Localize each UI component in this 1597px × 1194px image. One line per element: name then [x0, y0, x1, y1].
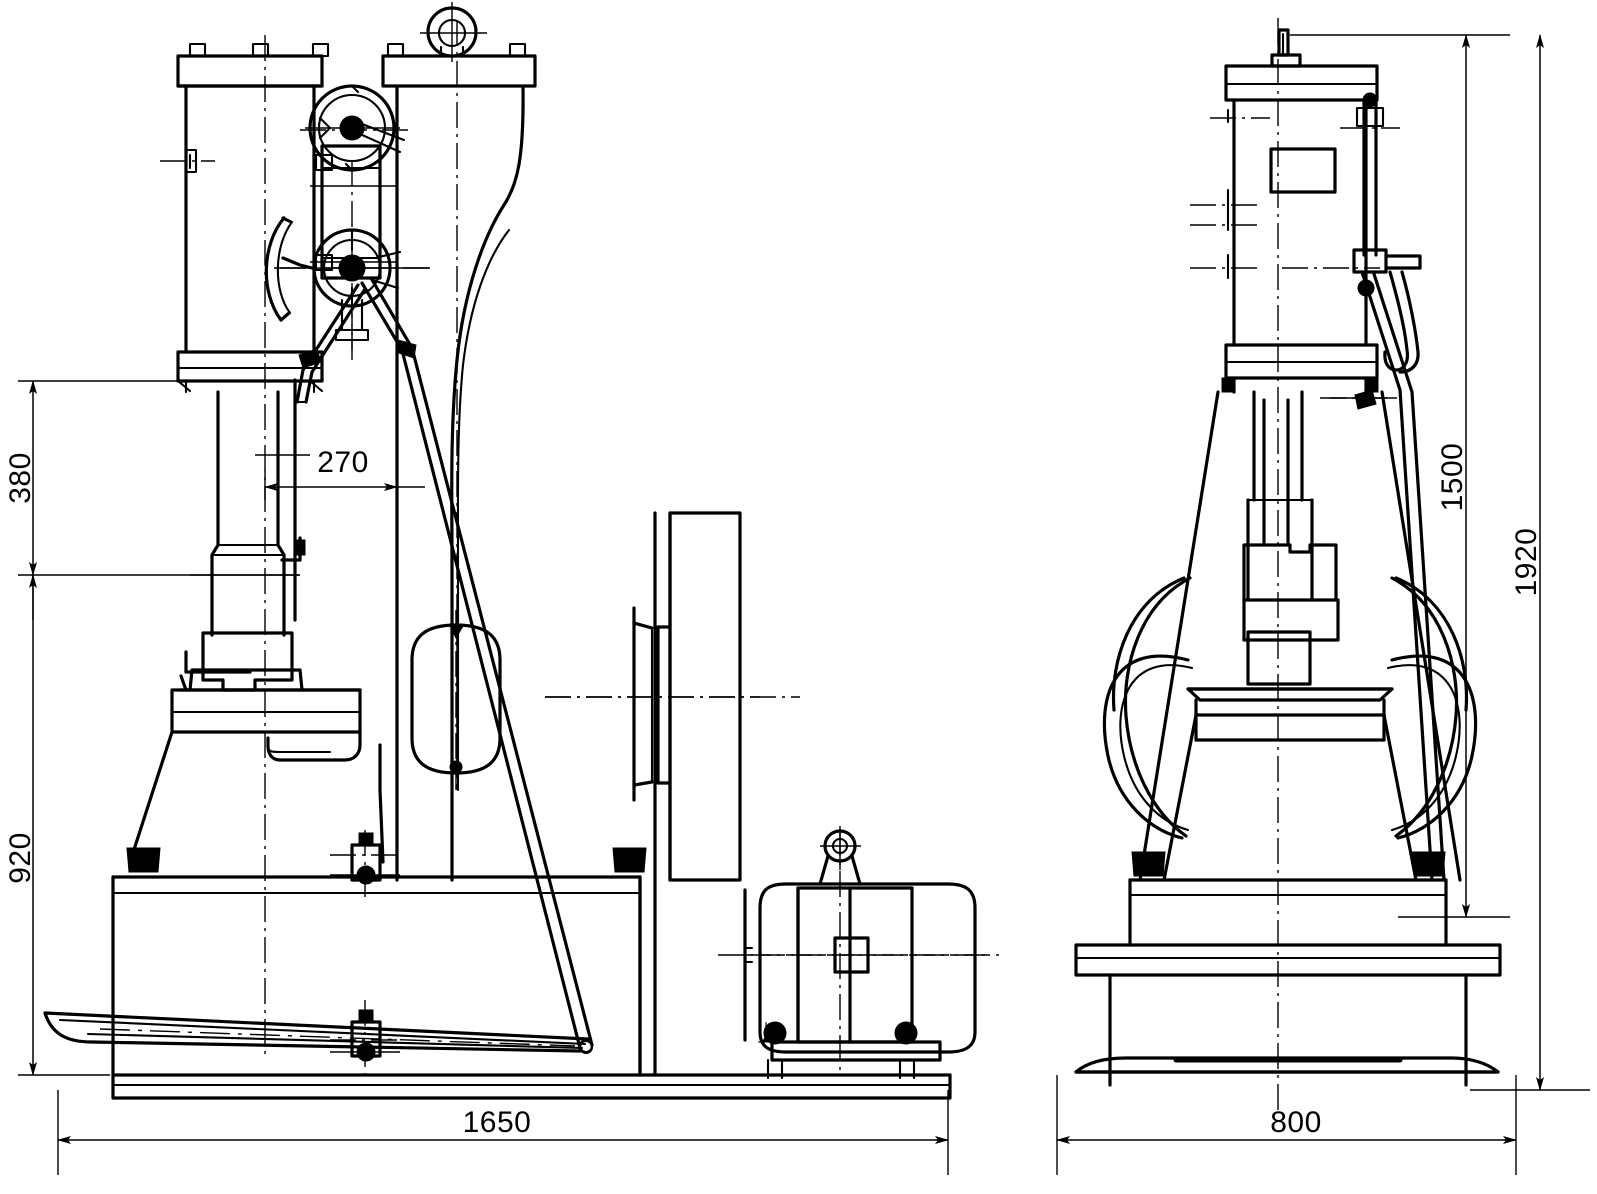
anvil-block-base-front — [1074, 851, 1502, 1087]
treadle-pivot-lower — [330, 1009, 400, 1062]
dimension-270-label: 270 — [317, 446, 369, 479]
lifting-eye-bolt — [420, 2, 487, 62]
hold-down-bolt — [126, 847, 647, 873]
dimension-1500-label: 1500 — [1436, 443, 1469, 512]
frame-column-front — [1138, 390, 1462, 882]
dimension-1500: 1500 — [1290, 34, 1510, 918]
dimension-920: 920 — [4, 574, 110, 1076]
cylinder-head-cover-front — [1224, 28, 1379, 102]
cylinder-body-left — [160, 84, 324, 394]
cylinder-body-front — [1221, 98, 1379, 394]
belt-tension-idler — [410, 610, 502, 790]
cylinder-head-cover — [176, 42, 537, 88]
dimension-800-label: 800 — [1270, 1106, 1322, 1139]
dimension-1920-label: 1920 — [1510, 528, 1543, 597]
dimension-1920: 1920 — [1470, 34, 1590, 1091]
hammer-ram — [190, 378, 310, 637]
lower-die-anvil — [128, 730, 385, 864]
dimension-920-label: 920 — [4, 832, 37, 884]
drive-belt — [1123, 576, 1459, 838]
hammer-ram-front — [1242, 390, 1338, 602]
dimension-380: 380 — [4, 380, 300, 620]
dimension-270: 270 — [264, 420, 425, 500]
dimension-800: 800 — [1056, 1075, 1517, 1175]
dimension-380-label: 380 — [4, 452, 37, 504]
treadle-pivot-upper — [330, 832, 400, 885]
dimension-1650-label: 1650 — [463, 1106, 532, 1139]
front-elevation-view — [1074, 18, 1502, 1115]
handwheel-control — [264, 216, 430, 360]
upper-die — [170, 631, 362, 734]
dimension-1650: 1650 — [57, 1090, 949, 1175]
anvil-block-base — [111, 511, 952, 1100]
foot-treadle — [43, 1011, 594, 1054]
electric-motor — [718, 826, 1000, 1080]
crank-pulley — [305, 84, 406, 172]
side-elevation-view — [43, 2, 1000, 1100]
connecting-rod-guide — [310, 144, 398, 280]
upper-die-front — [1186, 598, 1394, 742]
